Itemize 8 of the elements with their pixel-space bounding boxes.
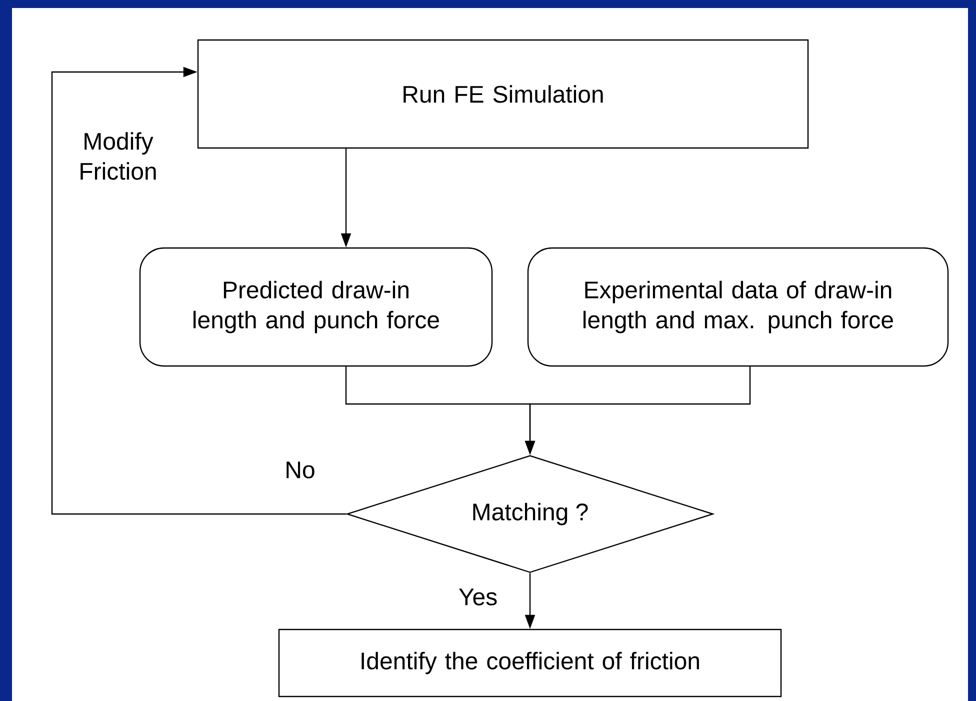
- edge-label: Yes: [456, 586, 500, 608]
- arrow: [51, 66, 346, 515]
- edge-label: No: [282, 460, 318, 480]
- data-box: Predicted draw-in length and punch force: [139, 247, 493, 367]
- process-box: Identify the coefficient of friction: [278, 628, 782, 698]
- note-label: Modify Friction: [80, 132, 156, 180]
- process-box: Run FE Simulation: [197, 39, 809, 149]
- data-box: Experimental data of draw-in length and max. punch force: [527, 247, 949, 367]
